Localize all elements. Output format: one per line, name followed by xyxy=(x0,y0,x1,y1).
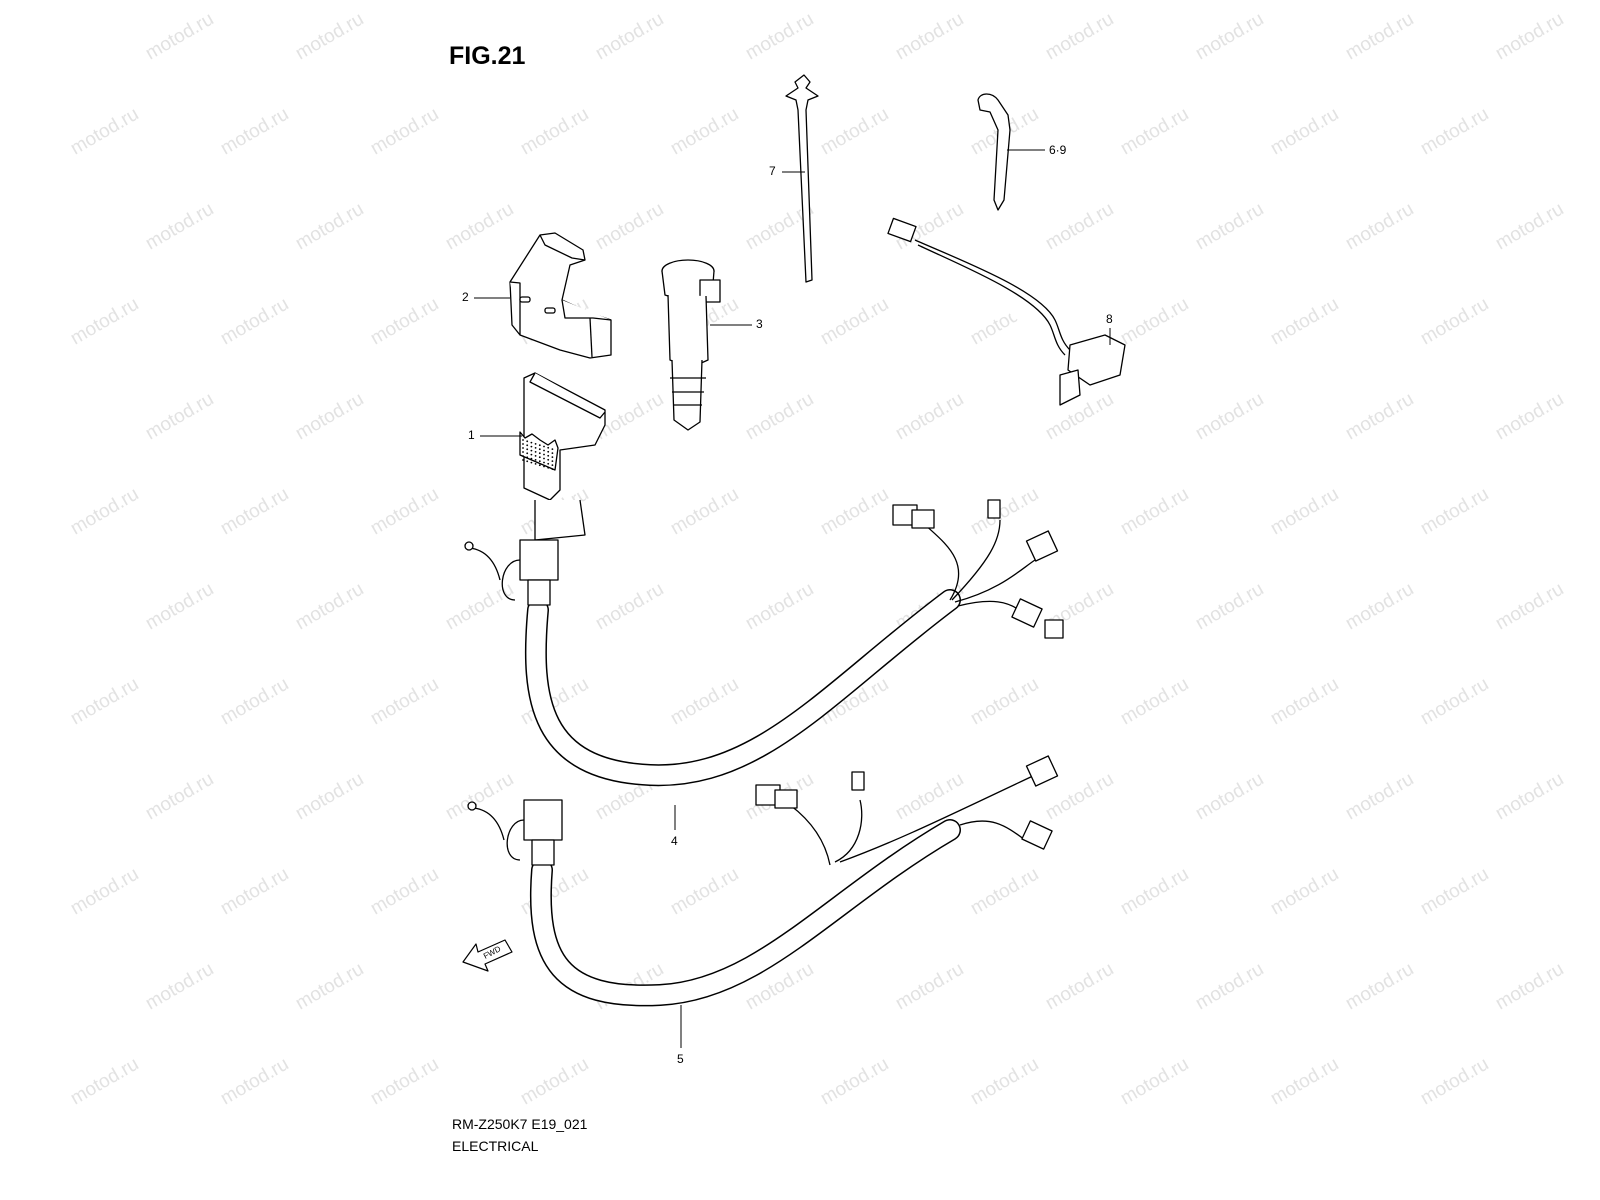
vent-dot xyxy=(547,466,550,469)
vent-dot xyxy=(543,465,545,468)
vent-dot xyxy=(534,463,537,465)
vent-dot xyxy=(534,443,537,445)
callout-8: 8 xyxy=(1106,312,1113,326)
vent-dot xyxy=(522,443,524,445)
part-4-wiring-harness xyxy=(464,499,1064,787)
vent-dot xyxy=(538,460,541,463)
vent-dot xyxy=(530,457,533,460)
vent-dot xyxy=(538,464,541,467)
vent-dot xyxy=(547,454,550,457)
part-5-wiring-harness xyxy=(467,755,1059,1007)
vent-dot xyxy=(543,457,545,460)
part-6-9-clamp xyxy=(977,93,1011,211)
vent-dot xyxy=(530,453,533,456)
vent-dot xyxy=(551,448,554,450)
vent-dot xyxy=(530,449,533,452)
vent-dot xyxy=(534,451,537,453)
callout-1: 1 xyxy=(468,428,475,442)
vent-dot xyxy=(551,464,554,466)
vent-dot xyxy=(547,458,550,461)
vent-dot xyxy=(526,460,529,463)
vent-dot xyxy=(538,452,541,455)
vent-dot xyxy=(547,462,550,465)
vent-dot xyxy=(522,455,524,457)
vent-dot xyxy=(534,447,537,449)
vent-dot xyxy=(538,448,541,451)
vent-dot xyxy=(530,461,533,464)
vent-dot xyxy=(530,441,533,444)
vent-dot xyxy=(538,456,541,459)
vent-dot xyxy=(551,460,554,462)
callout-7: 7 xyxy=(769,164,776,178)
vent-dot xyxy=(551,456,554,458)
section-name: ELECTRICAL xyxy=(452,1138,539,1154)
leader-lines xyxy=(474,149,1111,1048)
vent-dot xyxy=(526,456,529,459)
vent-dot xyxy=(530,445,533,448)
vent-dot xyxy=(538,444,541,447)
vent-dot xyxy=(543,449,545,452)
part-1-ecm xyxy=(519,372,606,541)
vent-dot xyxy=(543,445,545,448)
vent-dot xyxy=(551,468,554,470)
callout-6-9: 6·9 xyxy=(1049,143,1067,157)
vent-dot xyxy=(551,452,554,454)
vent-dot xyxy=(543,461,545,464)
callout-3: 3 xyxy=(756,317,763,331)
figure-title: FIG.21 xyxy=(449,42,526,70)
part-7-cable-tie xyxy=(785,74,819,283)
vent-dot xyxy=(534,459,537,461)
vent-dot xyxy=(543,453,545,456)
callout-2: 2 xyxy=(462,290,469,304)
part-2-cover xyxy=(509,232,612,359)
vent-dot xyxy=(526,440,529,443)
model-code: RM-Z250K7 E19_021 xyxy=(452,1116,588,1132)
vent-dot xyxy=(547,446,550,449)
callout-5: 5 xyxy=(677,1052,684,1066)
vent-dot xyxy=(547,450,550,453)
fwd-arrow-icon xyxy=(462,939,513,972)
vent-dot xyxy=(526,452,529,455)
vent-dot xyxy=(522,451,524,453)
vent-dot xyxy=(526,448,529,451)
callout-4: 4 xyxy=(671,834,678,848)
vent-dot xyxy=(522,447,524,449)
part-8-sensor xyxy=(887,217,1126,406)
vent-dot xyxy=(534,455,537,457)
vent-dot xyxy=(522,459,524,461)
vent-dot xyxy=(522,439,524,441)
vent-dot xyxy=(526,444,529,447)
part-3-ignition-coil xyxy=(661,259,721,431)
